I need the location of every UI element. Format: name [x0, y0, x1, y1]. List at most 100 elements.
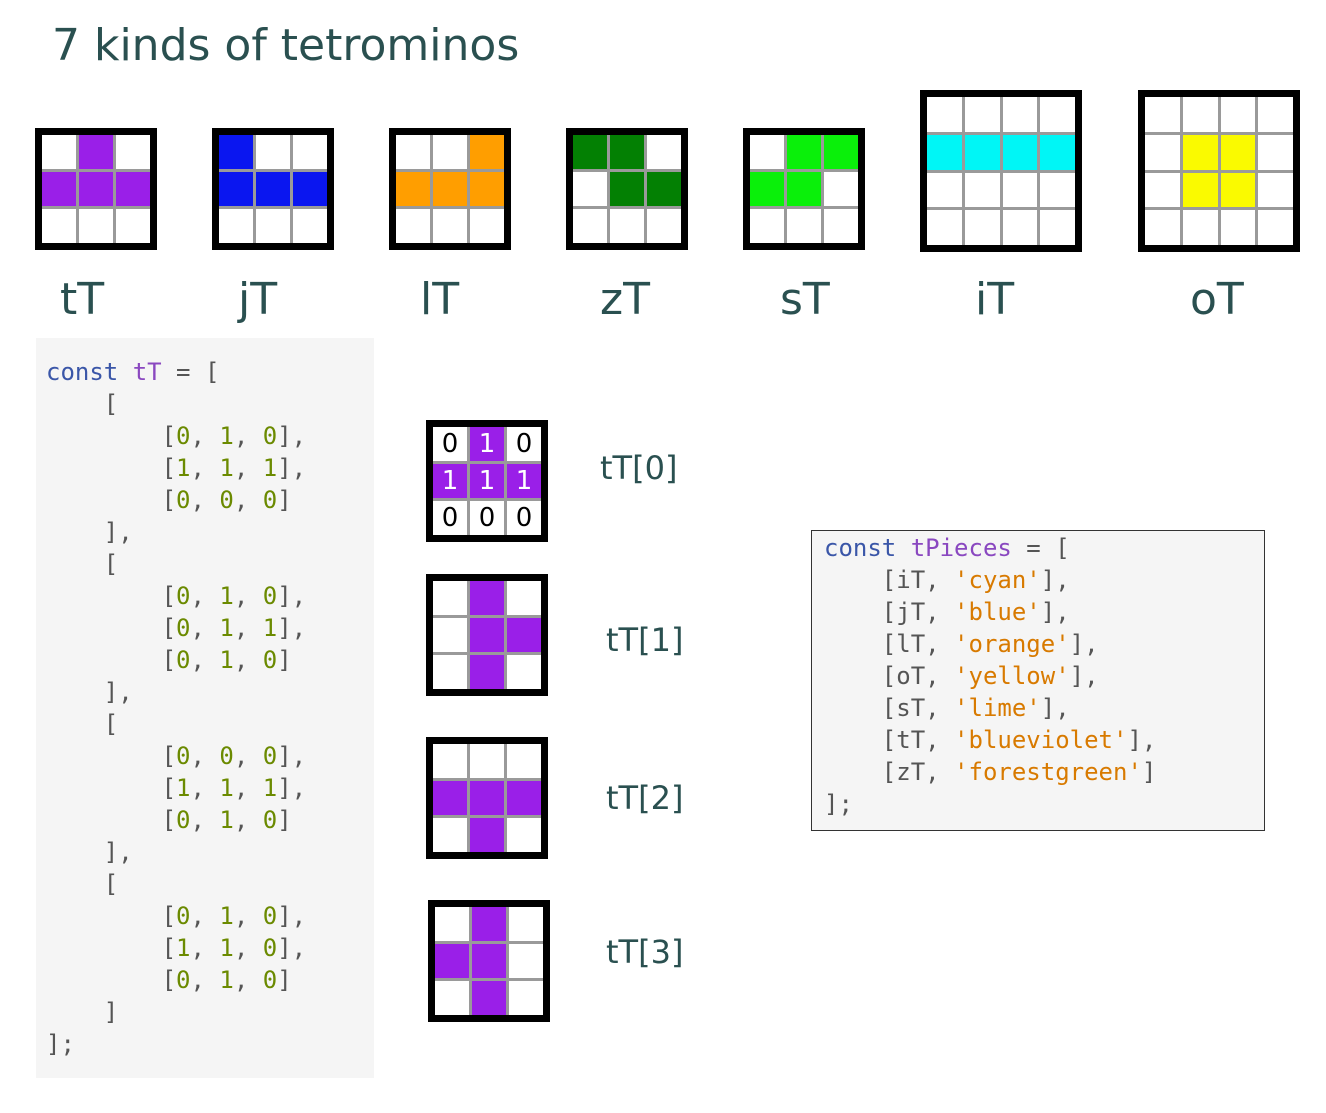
empty-cell [964, 210, 1000, 245]
filled-cell [79, 135, 113, 169]
tetromino-iT [920, 90, 1082, 252]
filled-cell [435, 944, 469, 978]
tetromino-grid [566, 128, 688, 250]
code-block-tT: const tT = [ [ [0, 1, 0], [1, 1, 1], [0,… [36, 338, 374, 1078]
tetromino-label-lT: lT [420, 274, 460, 325]
empty-cell [433, 818, 467, 852]
empty-cell [1182, 210, 1218, 245]
empty-cell [42, 209, 76, 243]
code-tT-text: const tT = [ [ [0, 1, 0], [1, 1, 1], [0,… [46, 358, 307, 1058]
empty-cell [1258, 210, 1293, 245]
empty-cell [435, 981, 469, 1015]
empty-cell [1040, 172, 1075, 208]
empty-cell [433, 618, 467, 652]
tetromino-label-zT: zT [600, 274, 650, 325]
empty-cell [1002, 210, 1038, 245]
tetromino-lT [389, 128, 511, 250]
filled-cell [647, 172, 681, 206]
empty-cell [787, 209, 821, 243]
filled-cell: 1 [470, 464, 504, 498]
rotation-label-2: tT[2] [606, 779, 684, 817]
filled-cell [610, 135, 644, 169]
empty-cell: 0 [470, 501, 504, 535]
empty-cell [1145, 97, 1180, 132]
filled-cell: 1 [507, 464, 541, 498]
filled-cell [787, 135, 821, 169]
empty-cell [219, 209, 253, 243]
empty-cell [1040, 97, 1075, 132]
tetromino-label-jT: jT [238, 274, 278, 325]
empty-cell [573, 209, 607, 243]
filled-cell [1220, 172, 1256, 208]
filled-cell [1182, 172, 1218, 208]
rotation-label-1: tT[1] [606, 621, 684, 659]
empty-cell [927, 210, 962, 245]
rotation-2 [426, 737, 548, 859]
empty-cell [509, 944, 543, 978]
filled-cell [470, 618, 504, 652]
empty-cell [1220, 210, 1256, 245]
tetromino-grid [389, 128, 511, 250]
filled-cell [472, 907, 506, 941]
filled-cell [470, 135, 504, 169]
empty-cell [507, 818, 541, 852]
filled-cell [79, 172, 113, 206]
empty-cell [1145, 134, 1180, 170]
empty-cell [964, 97, 1000, 132]
empty-cell [927, 97, 962, 132]
empty-cell [1258, 134, 1293, 170]
filled-cell [470, 581, 504, 615]
filled-cell [927, 134, 962, 170]
empty-cell [42, 135, 76, 169]
empty-cell: 0 [507, 427, 541, 461]
filled-cell: 1 [470, 427, 504, 461]
empty-cell [293, 135, 327, 169]
filled-cell [1040, 134, 1075, 170]
empty-cell [1002, 97, 1038, 132]
empty-cell [433, 209, 467, 243]
empty-cell [1145, 210, 1180, 245]
empty-cell [1258, 97, 1293, 132]
empty-cell [750, 135, 784, 169]
empty-cell [647, 135, 681, 169]
empty-cell [1182, 97, 1218, 132]
filled-cell [787, 172, 821, 206]
filled-cell [470, 655, 504, 689]
rotation-1 [426, 574, 548, 696]
empty-cell [1258, 172, 1293, 208]
tetromino-grid [743, 128, 865, 250]
empty-cell [79, 209, 113, 243]
filled-cell [610, 172, 644, 206]
empty-cell [647, 209, 681, 243]
empty-cell [256, 209, 290, 243]
filled-cell [507, 781, 541, 815]
empty-cell [507, 744, 541, 778]
empty-cell [396, 135, 430, 169]
tetromino-sT [743, 128, 865, 250]
tetromino-label-oT: oT [1190, 274, 1244, 325]
tetromino-label-sT: sT [780, 274, 830, 325]
filled-cell [1002, 134, 1038, 170]
empty-cell [293, 209, 327, 243]
filled-cell [1220, 134, 1256, 170]
filled-cell [293, 172, 327, 206]
empty-cell [507, 581, 541, 615]
filled-cell [472, 981, 506, 1015]
filled-cell [824, 135, 858, 169]
filled-cell [573, 135, 607, 169]
empty-cell [507, 655, 541, 689]
code-tPieces-text: const tPieces = [ [iT, 'cyan'], [jT, 'bl… [824, 534, 1157, 818]
filled-cell [116, 172, 150, 206]
empty-cell [116, 209, 150, 243]
rotation-label-3: tT[3] [606, 933, 684, 971]
empty-cell: 0 [433, 427, 467, 461]
filled-cell [470, 781, 504, 815]
empty-cell [396, 209, 430, 243]
rotation-grid [428, 900, 550, 1022]
empty-cell [509, 907, 543, 941]
filled-cell: 1 [433, 464, 467, 498]
empty-cell [433, 744, 467, 778]
filled-cell [964, 134, 1000, 170]
